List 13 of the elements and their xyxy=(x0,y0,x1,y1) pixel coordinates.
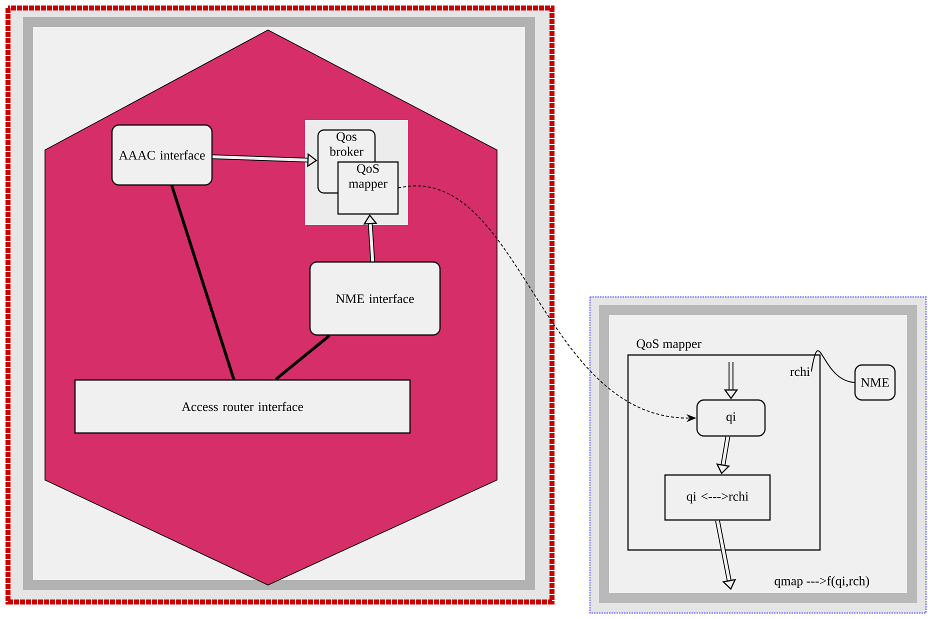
process-box: qi xyxy=(696,399,766,437)
block-arrow xyxy=(715,520,736,590)
process-box: NME xyxy=(854,364,896,401)
connector-line xyxy=(810,350,855,383)
process-box: qi <--->rchi xyxy=(664,474,771,521)
connector-line xyxy=(170,185,236,380)
process-box: AAAC interface xyxy=(111,124,213,186)
formula-label: qmap --->f(qi,rch) xyxy=(774,576,870,588)
node-label: QoS mapper xyxy=(636,339,702,351)
process-box: NME interface xyxy=(309,261,441,336)
process-box: QoS mapper xyxy=(337,161,399,215)
connector-line xyxy=(274,334,330,381)
process-box: Access router interface xyxy=(74,379,411,434)
